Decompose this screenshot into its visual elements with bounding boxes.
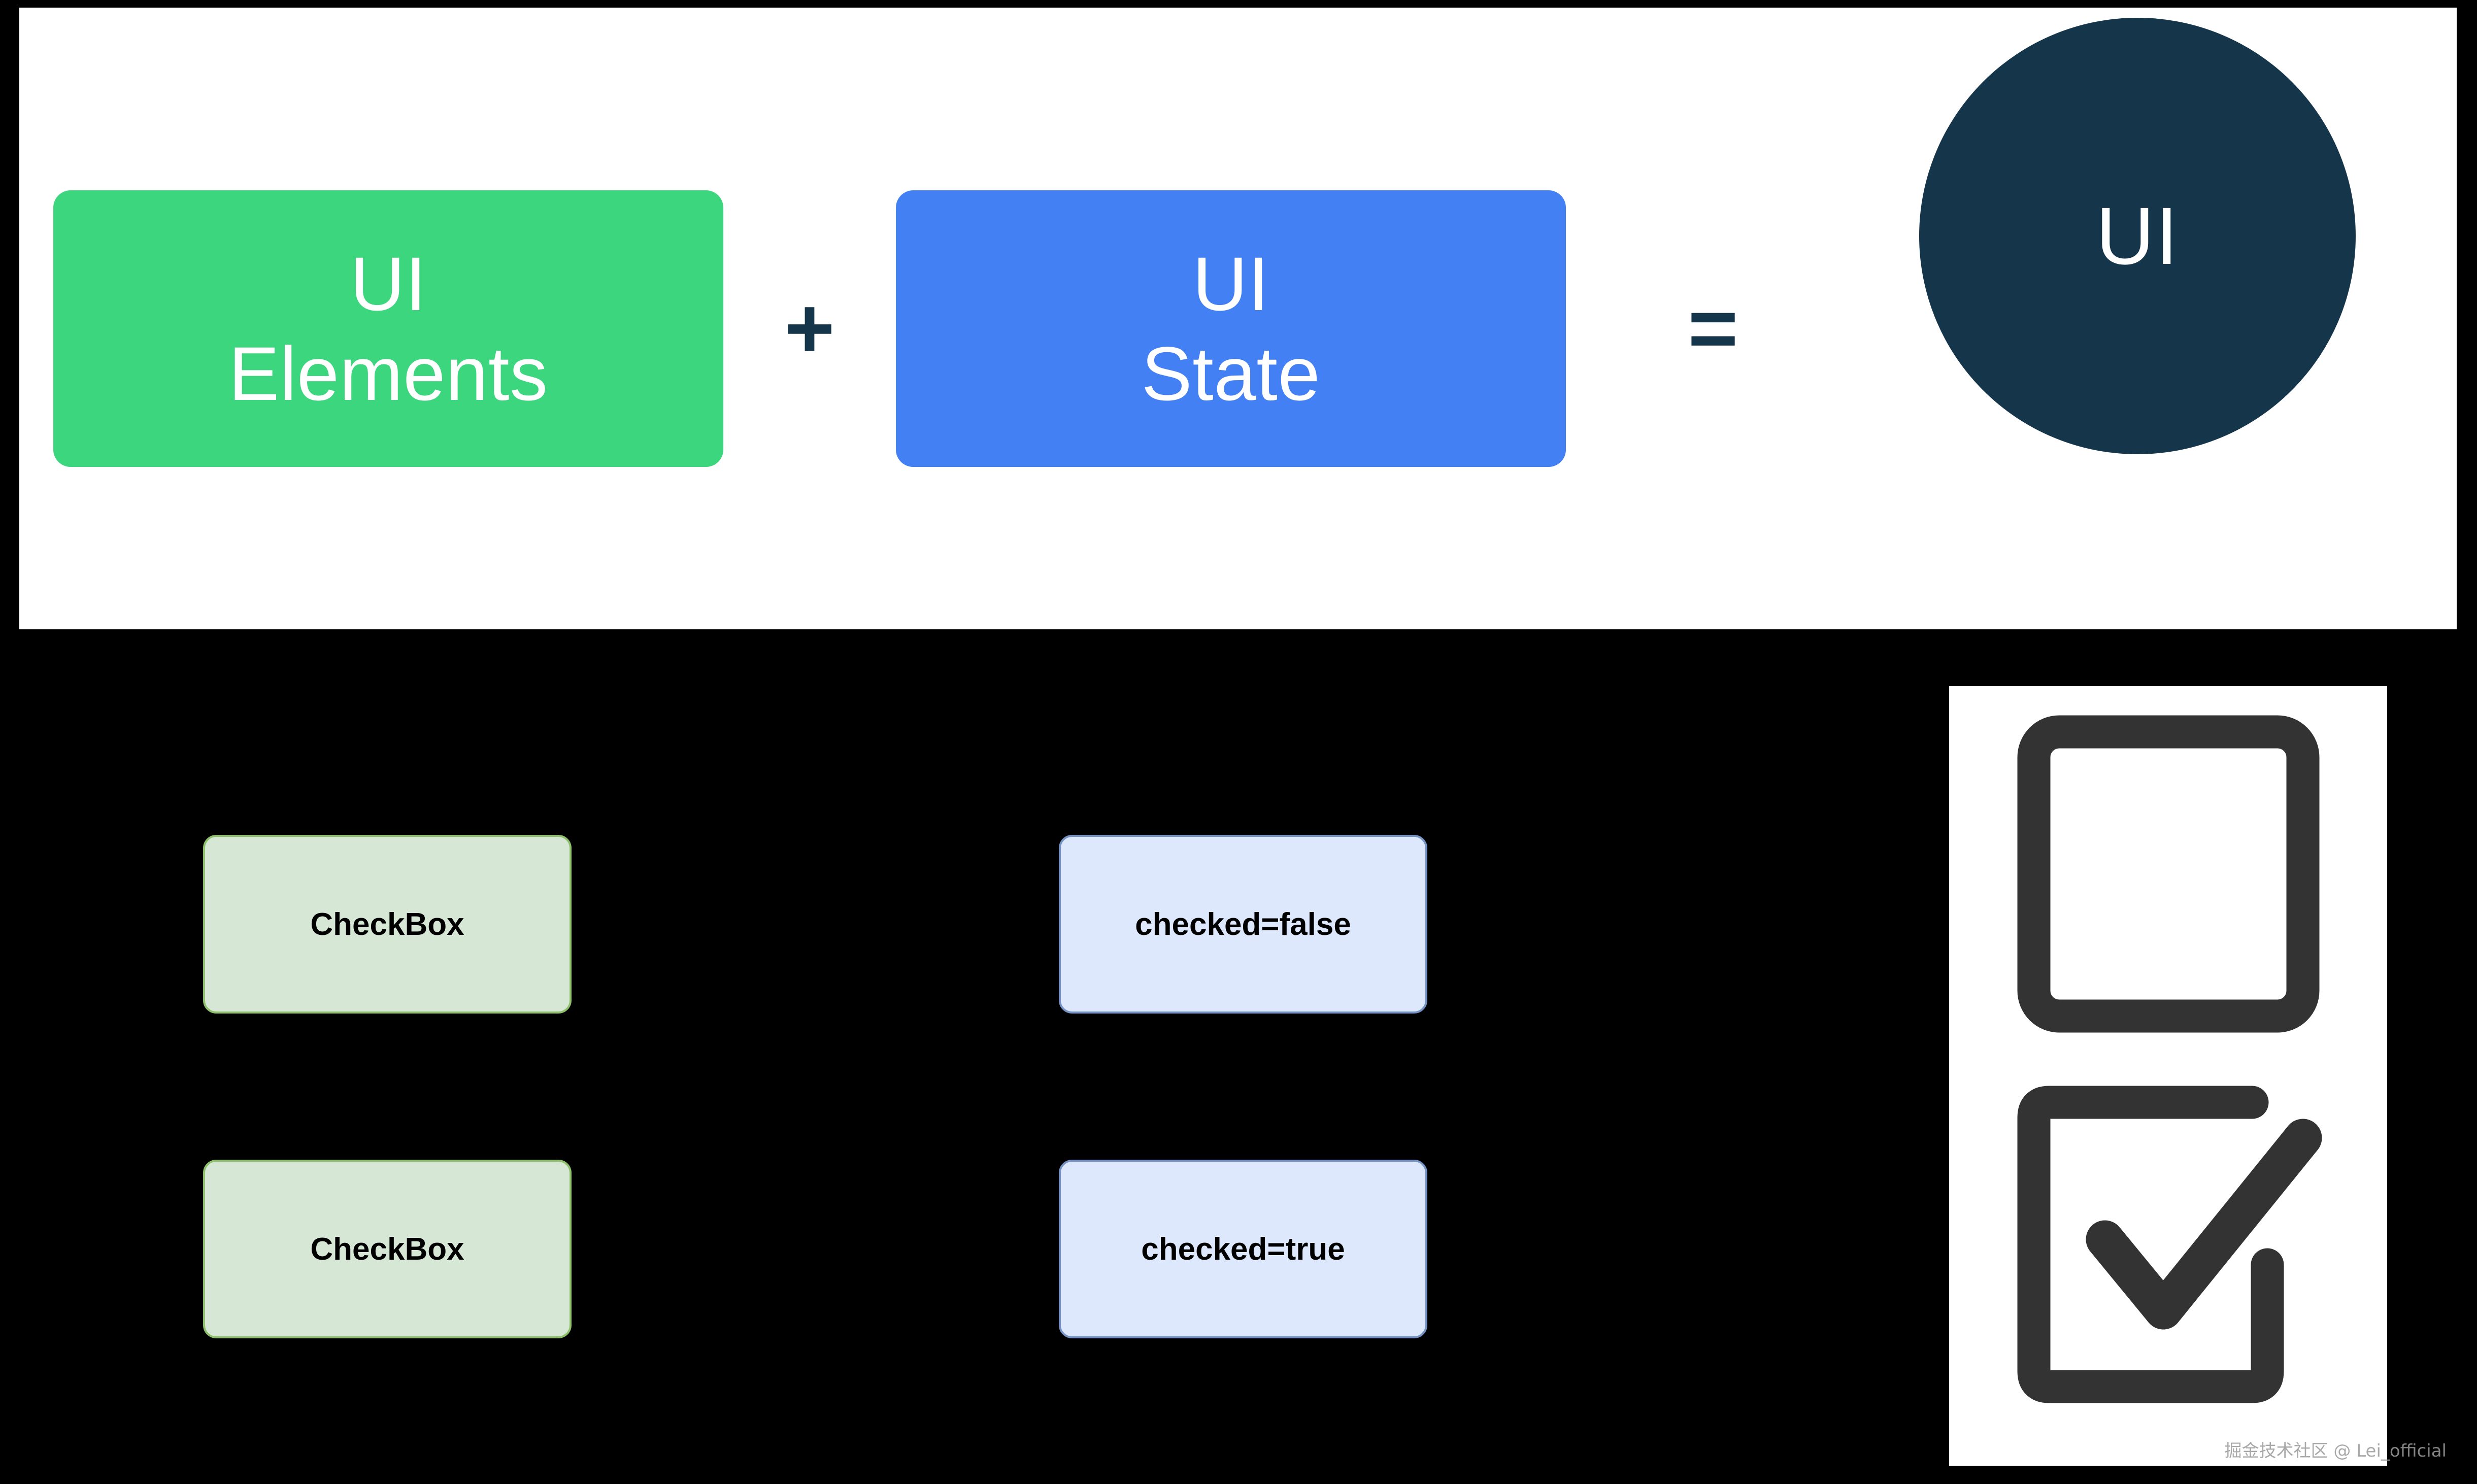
ui-result-circle: UI (1919, 18, 2356, 454)
ui-elements-line2: Elements (228, 330, 548, 416)
checkbox-checked-icon[interactable] (2003, 1067, 2333, 1422)
checkbox-element-label-row2: CheckBox (310, 1231, 464, 1267)
checkbox-preview-panel (1949, 686, 2387, 1466)
ui-elements-box-text: UI Elements (228, 239, 548, 419)
ui-state-box-text: UI State (1142, 239, 1321, 419)
checkbox-state-label-row2: checked=true (1141, 1231, 1345, 1267)
equals-sign-icon: = (1688, 280, 1738, 377)
plus-sign-icon: + (784, 280, 835, 377)
checkbox-element-node-row2: CheckBox (203, 1160, 572, 1338)
checkbox-element-label-row1: CheckBox (310, 906, 464, 942)
ui-elements-box: UI Elements (53, 190, 723, 467)
watermark-text: 掘金技术社区 @ Lei_official (2224, 1441, 2447, 1461)
checkbox-state-node-row1: checked=false (1059, 835, 1427, 1014)
formula-banner: UI Elements + UI State = UI (19, 8, 2457, 629)
ui-state-box: UI State (896, 190, 1566, 467)
checkbox-element-node-row1: CheckBox (203, 835, 572, 1014)
ui-result-label: UI (2096, 190, 2179, 281)
checkbox-state-node-row2: checked=true (1059, 1160, 1427, 1338)
ui-state-line1: UI (1192, 241, 1269, 326)
checkbox-state-label-row1: checked=false (1135, 906, 1351, 942)
checkbox-unchecked-icon[interactable] (2003, 696, 2333, 1052)
ui-state-line2: State (1141, 330, 1321, 416)
ui-elements-line1: UI (350, 241, 427, 326)
